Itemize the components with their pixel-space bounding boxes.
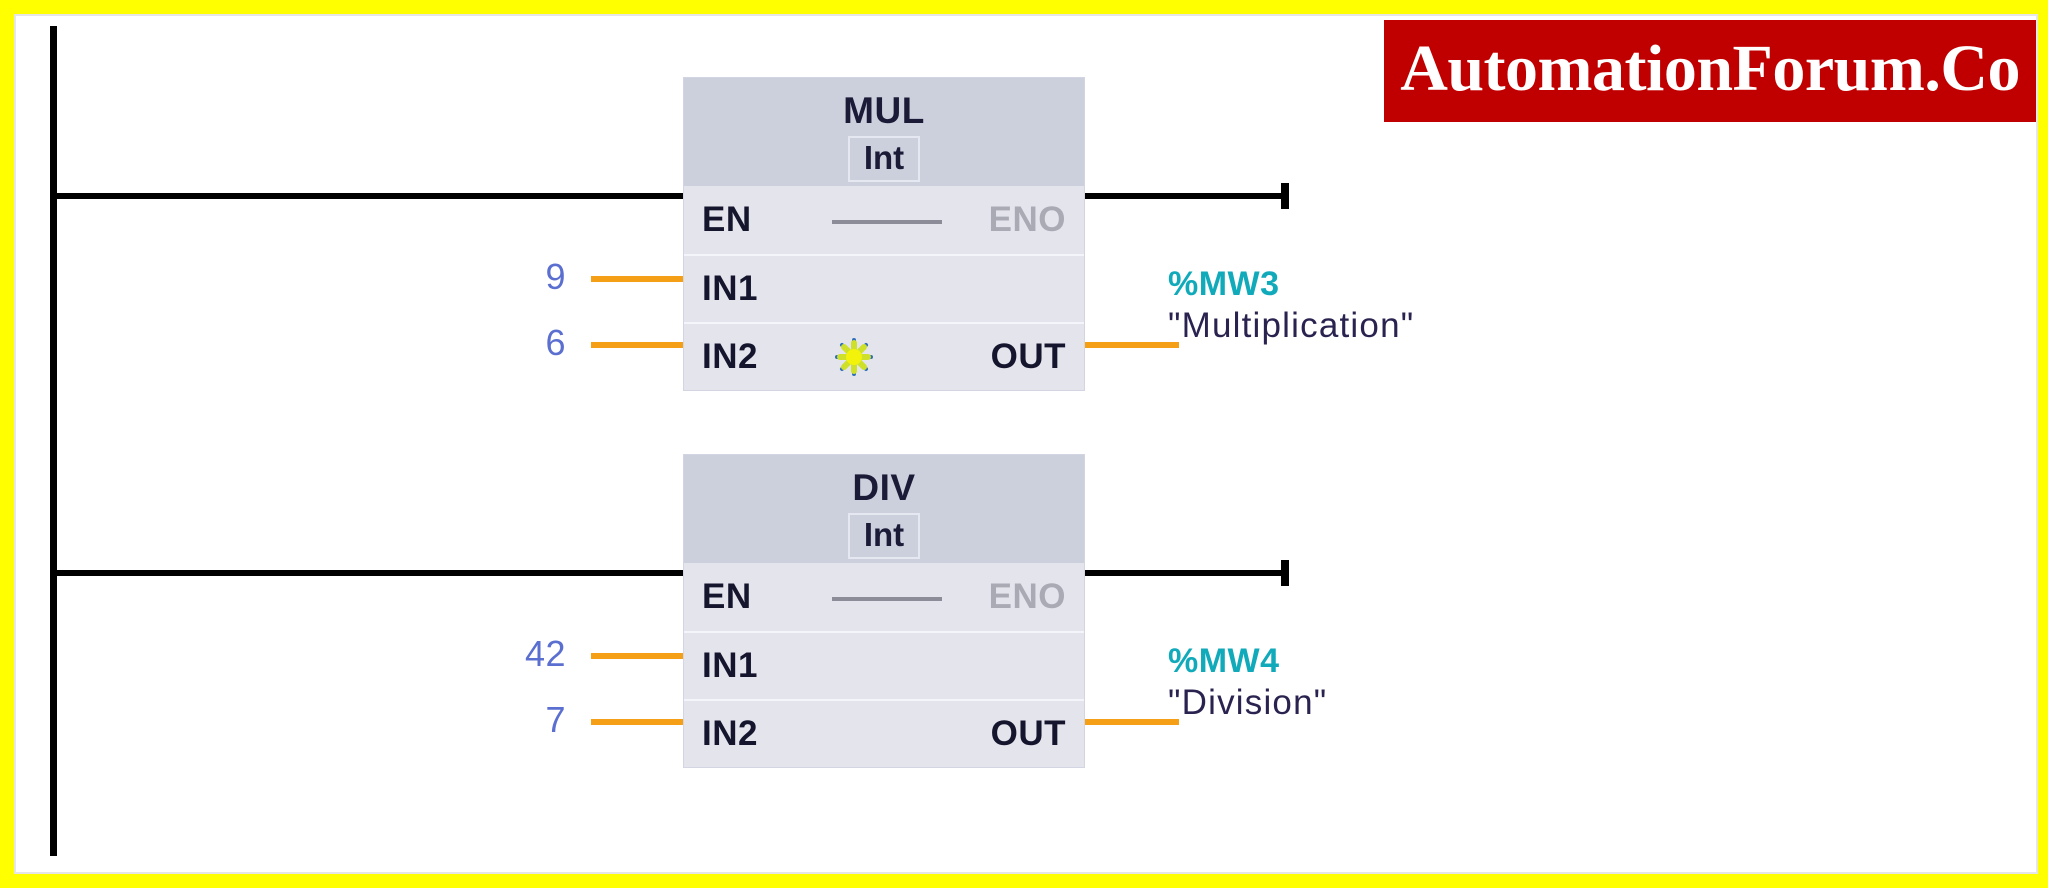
rung-wire-div-eno[interactable]: [1074, 570, 1289, 576]
rung-wire-mul-eno[interactable]: [1074, 193, 1289, 199]
function-block-div-title: DIV: [852, 467, 916, 508]
connector-mul-in1: [591, 276, 686, 282]
pin-row-div-in2: IN2 OUT: [684, 699, 1084, 767]
connector-mul-out: [1084, 342, 1179, 348]
output-tag-div[interactable]: %MW4 "Division": [1168, 641, 1327, 725]
function-block-mul-datatype[interactable]: Int: [847, 136, 921, 182]
function-block-mul-header: MUL Int: [684, 78, 1084, 186]
function-block-div[interactable]: DIV Int EN ENO IN1 IN2 OUT: [684, 455, 1084, 767]
pin-label-mul-in1[interactable]: IN1: [702, 269, 758, 308]
operand-div-in2[interactable]: 7: [545, 699, 566, 740]
pin-row-div-in1: IN1: [684, 631, 1084, 699]
output-symbol-div[interactable]: "Division": [1168, 683, 1328, 722]
rung-wire-div-en[interactable]: [54, 570, 694, 576]
function-block-div-body: EN ENO IN1 IN2 OUT: [684, 563, 1084, 767]
rung-wire-mul-en[interactable]: [54, 193, 694, 199]
pin-label-mul-en[interactable]: EN: [702, 200, 752, 239]
power-rail: [50, 26, 57, 856]
pin-label-div-in1[interactable]: IN1: [702, 646, 758, 685]
connector-div-out: [1084, 719, 1179, 725]
pin-row-mul-en: EN ENO: [684, 186, 1084, 254]
star-burst-icon: [834, 337, 874, 377]
ladder-canvas[interactable]: 9 6 MUL Int EN ENO IN1: [14, 14, 2038, 874]
function-block-mul-body: EN ENO IN1 IN2: [684, 186, 1084, 390]
pin-label-div-in2[interactable]: IN2: [702, 714, 758, 753]
pin-label-div-eno[interactable]: ENO: [988, 577, 1066, 616]
pin-label-mul-out[interactable]: OUT: [990, 337, 1066, 376]
pin-row-mul-in2: IN2: [684, 322, 1084, 390]
output-address-div[interactable]: %MW4: [1168, 642, 1280, 680]
eno-divider-line-div: [832, 597, 942, 601]
function-block-div-datatype[interactable]: Int: [847, 513, 921, 559]
connector-mul-in2: [591, 342, 686, 348]
operand-mul-in2[interactable]: 6: [545, 322, 566, 363]
connector-div-in2: [591, 719, 686, 725]
output-address-mul[interactable]: %MW3: [1168, 265, 1280, 303]
connector-div-in1: [591, 653, 686, 659]
function-block-mul-title: MUL: [843, 90, 925, 131]
function-block-mul[interactable]: MUL Int EN ENO IN1 IN2: [684, 78, 1084, 390]
watermark-text: AutomationForum.Co: [1400, 32, 2020, 105]
eno-divider-line-mul: [832, 220, 942, 224]
pin-label-mul-in2[interactable]: IN2: [702, 337, 758, 376]
rung-terminator-mul: [1281, 183, 1289, 209]
pin-row-div-en: EN ENO: [684, 563, 1084, 631]
pin-label-div-out[interactable]: OUT: [990, 714, 1066, 753]
function-block-div-header: DIV Int: [684, 455, 1084, 563]
watermark-banner: AutomationForum.Co: [1384, 20, 2036, 122]
operand-mul-in1[interactable]: 9: [545, 256, 566, 297]
operand-div-in1[interactable]: 42: [524, 633, 566, 674]
pin-label-mul-eno[interactable]: ENO: [988, 200, 1066, 239]
pin-label-div-en[interactable]: EN: [702, 577, 752, 616]
rung-terminator-div: [1281, 560, 1289, 586]
output-symbol-mul[interactable]: "Multiplication": [1168, 306, 1415, 345]
pin-row-mul-in1: IN1: [684, 254, 1084, 322]
output-tag-mul[interactable]: %MW3 "Multiplication": [1168, 264, 1414, 348]
